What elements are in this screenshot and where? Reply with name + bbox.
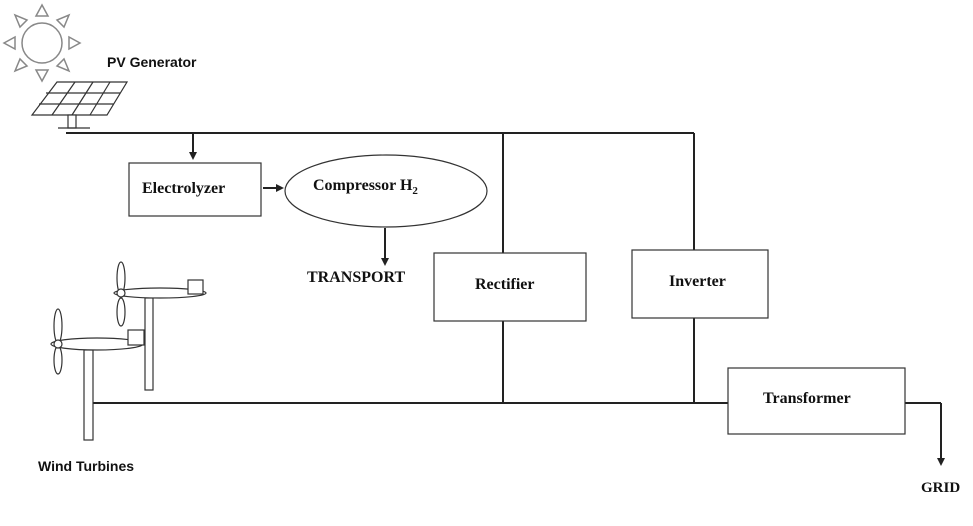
bus-lines — [66, 132, 945, 466]
rectifier-label: Rectifier — [475, 276, 535, 293]
inverter-box — [631, 249, 769, 319]
transport-label: TRANSPORT — [307, 269, 406, 286]
compressor-label: Compressor H2 — [313, 177, 418, 198]
sun-icon — [2, 3, 82, 83]
transformer-label: Transformer — [763, 390, 851, 407]
electrolyzer-box — [128, 162, 262, 217]
electrolyzer-label: Electrolyzer — [142, 180, 226, 197]
solar-panel-icon — [30, 81, 129, 129]
wind-turbine-icon — [50, 261, 207, 441]
transformer-box — [727, 367, 906, 435]
inverter-label: Inverter — [669, 273, 726, 290]
wind-turbines-label: Wind Turbines — [38, 458, 135, 474]
pv-generator-label: PV Generator — [107, 54, 197, 70]
grid-label: GRID — [921, 480, 961, 496]
rectifier-box — [433, 252, 587, 322]
compressor-ellipse — [284, 154, 488, 228]
compressor-subscript: 2 — [412, 185, 418, 198]
